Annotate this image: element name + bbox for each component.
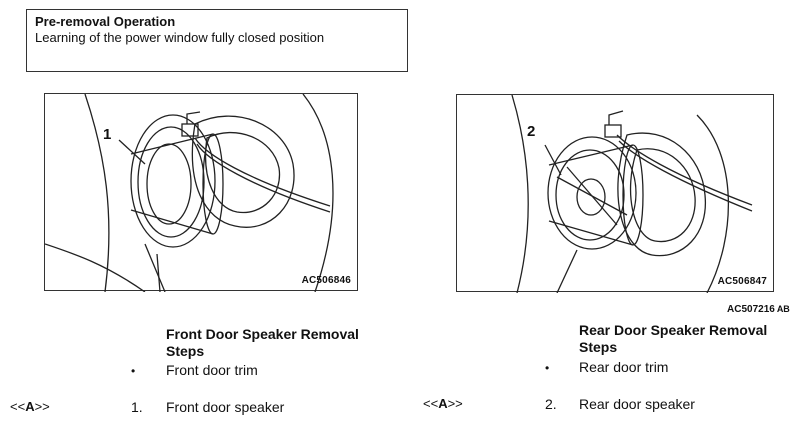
- front-step2-text: Front door speaker: [166, 399, 285, 415]
- rear-step1-text: Rear door trim: [579, 359, 669, 375]
- front-step1-bullet: •: [131, 364, 136, 378]
- front-door-speaker-illustration: [45, 94, 334, 292]
- pre-removal-box: Pre-removal Operation Learning of the po…: [26, 9, 408, 72]
- group-code-value: AC507216: [727, 304, 775, 315]
- pre-removal-title: Pre-removal Operation: [35, 14, 176, 29]
- rear-step2-number: 2.: [545, 396, 557, 412]
- rear-heading-line2: Steps: [579, 339, 618, 355]
- figure2-code: AC506847: [717, 276, 767, 287]
- rear-heading-line1: Rear Door Speaker Removal: [579, 322, 768, 338]
- rear-door-speaker-illustration: [511, 95, 753, 293]
- ref-open: <<: [423, 396, 439, 411]
- ref-open: <<: [10, 399, 26, 414]
- rear-speaker-figure: 2 AC506847: [456, 94, 774, 293]
- figure2-callout: 2: [527, 123, 536, 140]
- rear-step2-reference[interactable]: <<A>>: [423, 396, 463, 411]
- front-heading: Front Door Speaker Removal Steps: [166, 326, 359, 360]
- front-speaker-figure: 1 AC506846: [44, 93, 358, 292]
- figure1-code: AC506846: [301, 275, 351, 286]
- front-step1-text: Front door trim: [166, 362, 258, 378]
- front-step2-reference[interactable]: <<A>>: [10, 399, 50, 414]
- ref-close: >>: [447, 396, 463, 411]
- ref-letter: A: [25, 399, 35, 414]
- group-code-suffix: AB: [776, 304, 790, 314]
- ref-close: >>: [34, 399, 50, 414]
- front-heading-line1: Front Door Speaker Removal: [166, 326, 359, 342]
- front-step2-number: 1.: [131, 399, 143, 415]
- rear-step1-bullet: •: [545, 361, 550, 375]
- front-heading-line2: Steps: [166, 343, 205, 359]
- rear-step2-text: Rear door speaker: [579, 396, 695, 412]
- pre-removal-text: Learning of the power window fully close…: [35, 30, 325, 45]
- rear-heading: Rear Door Speaker Removal Steps: [579, 322, 767, 356]
- ref-letter: A: [438, 396, 448, 411]
- figure1-callout: 1: [103, 126, 112, 143]
